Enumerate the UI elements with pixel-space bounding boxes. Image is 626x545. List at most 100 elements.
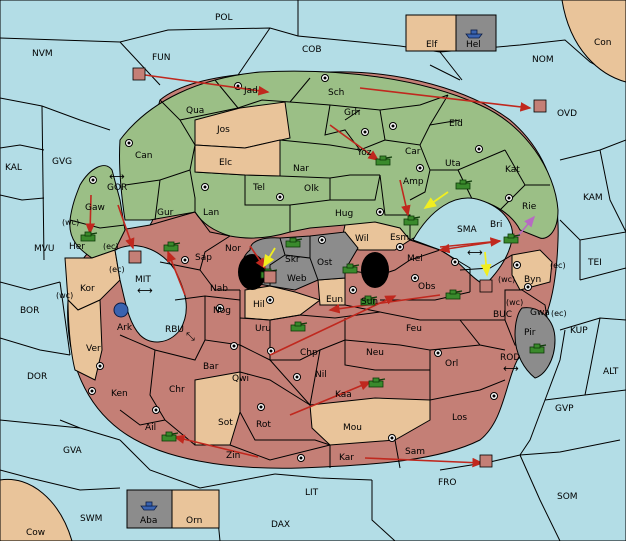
province-pir[interactable] xyxy=(514,307,556,379)
label-rot: Rot xyxy=(256,420,271,430)
order-arrow xyxy=(85,194,96,235)
label-uta: Uta xyxy=(445,159,461,169)
legend-top xyxy=(405,14,497,52)
label-nog: Nog xyxy=(213,306,231,316)
label-kam: KAM xyxy=(583,193,603,203)
label-dax: DAX xyxy=(271,520,290,530)
coast-label: (wc) xyxy=(62,218,79,227)
label-gva: GVA xyxy=(63,446,83,456)
order-arrow xyxy=(249,245,266,270)
supply-center-dot xyxy=(236,84,240,88)
label-kar: Kar xyxy=(339,453,354,463)
label-sap: Sap xyxy=(195,253,212,263)
supply-center-dot xyxy=(526,285,530,289)
supply-center-dot xyxy=(398,245,402,249)
dislodged-unit[interactable] xyxy=(128,250,142,264)
supply-center-dot xyxy=(269,349,273,353)
army-unit[interactable] xyxy=(290,321,308,332)
supply-center-dot xyxy=(299,456,303,460)
army-unit[interactable] xyxy=(455,179,473,190)
order-arrow xyxy=(438,240,501,254)
army-unit[interactable] xyxy=(80,231,98,242)
fleet-unit[interactable] xyxy=(465,29,483,39)
label-fro: FRO xyxy=(438,478,457,488)
province-ver[interactable] xyxy=(67,298,103,381)
supply-center-dot xyxy=(391,124,395,128)
supply-centers xyxy=(88,74,532,462)
order-arrow xyxy=(269,295,397,356)
supply-center-dot xyxy=(323,76,327,80)
label-gaw: Gaw xyxy=(85,203,105,213)
label-esm: Esm xyxy=(390,233,409,243)
supply-center-dot xyxy=(278,195,282,199)
label-rbu: RBU xyxy=(165,325,184,335)
label-olk: Olk xyxy=(304,184,320,194)
province-mou[interactable] xyxy=(309,397,431,446)
label-jad: Jad xyxy=(243,86,258,96)
dislodged-unit[interactable] xyxy=(132,67,146,81)
order-arrow xyxy=(167,250,186,296)
label-swm: SWM xyxy=(80,514,102,524)
dislodged-unit[interactable] xyxy=(263,270,277,284)
label-buc: BUC xyxy=(493,310,512,320)
fleet-unit[interactable] xyxy=(113,302,129,318)
army-unit[interactable] xyxy=(161,431,179,442)
label-mel: Mel xyxy=(407,254,423,264)
fleet-unit[interactable] xyxy=(140,501,158,511)
dislodged-unit[interactable] xyxy=(533,99,547,113)
coast-label: (ec) xyxy=(103,242,119,251)
army-unit[interactable] xyxy=(403,215,421,226)
supply-center-dot xyxy=(413,276,417,280)
label-bar: Bar xyxy=(203,362,219,372)
supply-center-dot xyxy=(507,196,511,200)
label-som: SOM xyxy=(557,492,578,502)
label-nab: Nab xyxy=(210,284,228,294)
supply-center-dot xyxy=(127,141,131,145)
dislodged-unit[interactable] xyxy=(479,279,493,293)
army-unit[interactable] xyxy=(360,295,378,306)
label-kup: KUP xyxy=(570,326,588,336)
label-orl: Orl xyxy=(445,359,458,369)
label-kaa: Kaa xyxy=(335,390,352,400)
label-rod: ROD xyxy=(500,353,520,363)
supply-center-dot xyxy=(363,130,367,134)
legend-top-left xyxy=(405,14,457,52)
label-nvm: NVM xyxy=(32,49,53,59)
order-arrow xyxy=(364,457,484,468)
supply-center-dot xyxy=(218,306,222,310)
supply-center-dot xyxy=(232,344,236,348)
army-unit[interactable] xyxy=(285,237,303,248)
label-can: Can xyxy=(135,151,153,161)
army-unit[interactable] xyxy=(342,263,360,274)
label-elf: Elf xyxy=(426,40,438,50)
army-unit[interactable] xyxy=(445,289,463,300)
army-unit[interactable] xyxy=(368,377,386,388)
dislodged-unit[interactable] xyxy=(479,454,493,468)
adjacency-mark: ⟷ xyxy=(503,362,519,375)
army-unit[interactable] xyxy=(163,241,181,252)
army-unit[interactable] xyxy=(503,233,521,244)
label-tel: Tel xyxy=(252,183,265,193)
label-pir: Pir xyxy=(524,328,536,338)
order-arrows xyxy=(85,74,536,468)
label-lit: LIT xyxy=(305,488,319,498)
supply-center-dot xyxy=(492,394,496,398)
army-unit[interactable] xyxy=(375,155,393,166)
supply-center-dot xyxy=(320,238,324,242)
label-eun: Eun xyxy=(326,295,343,305)
label-yoz: Yoz xyxy=(356,148,372,158)
order-arrow xyxy=(144,74,270,96)
label-sun: Sun xyxy=(361,297,378,307)
label-qua: Qua xyxy=(186,106,204,116)
label-hil: Hil xyxy=(253,300,265,310)
province-byn[interactable] xyxy=(511,249,553,291)
army-unit[interactable] xyxy=(529,343,547,354)
supply-center-dot xyxy=(515,263,519,267)
label-tei: TEI xyxy=(587,258,602,268)
label-kat: Kat xyxy=(505,165,520,175)
province-elc[interactable] xyxy=(194,139,281,177)
label-mou: Mou xyxy=(343,423,362,433)
label-sot: Sot xyxy=(218,418,233,428)
label-rie: Rie xyxy=(522,202,537,212)
